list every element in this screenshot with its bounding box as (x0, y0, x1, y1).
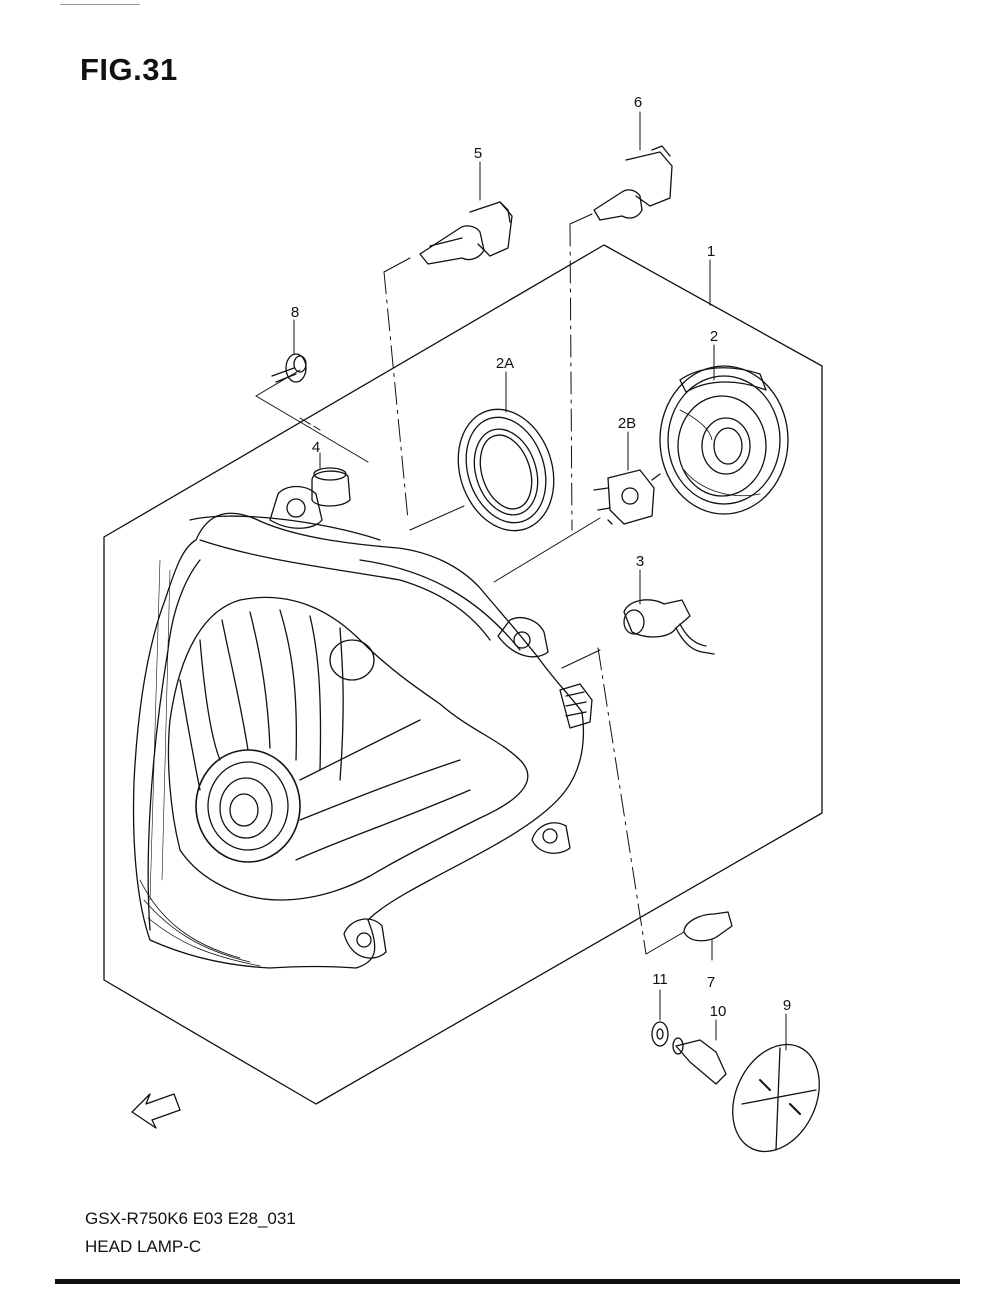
part-4-grommet (311, 467, 351, 507)
assembly-outline (103, 244, 823, 1105)
model-code: GSX-R750K6 E03 E28_031 (85, 1209, 296, 1228)
part-2-reflector-housing (659, 365, 789, 515)
part-11-washer (651, 1021, 669, 1047)
callout-4: 4 (312, 439, 320, 456)
callout-2: 2 (710, 328, 718, 345)
callout-6: 6 (634, 94, 642, 111)
part-3-bulb-socket (623, 599, 715, 655)
callout-9: 9 (783, 997, 791, 1014)
callout-8: 8 (291, 304, 299, 321)
callout-2a: 2A (496, 355, 514, 372)
callout-2b: 2B (618, 415, 636, 432)
part-2a-ring (457, 408, 555, 532)
bottom-rule (55, 1279, 960, 1284)
headlamp-housing (132, 485, 593, 969)
callout-10: 10 (710, 1003, 727, 1020)
part-10-adjuster (672, 1037, 727, 1085)
fwd-arrow-icon (131, 1093, 181, 1129)
callout-labels: 1 2 2A 2B 3 4 5 6 7 8 9 10 11 (291, 94, 791, 1020)
fwd-label: FWD (149, 1103, 169, 1118)
callout-5: 5 (474, 145, 482, 162)
top-rule (60, 4, 140, 5)
part-7-small-bulb (683, 911, 733, 942)
leader-lines (255, 111, 787, 1051)
part-5-bulb (419, 201, 513, 265)
figure-title: FIG.31 (80, 52, 178, 87)
part-9-cap (732, 1043, 820, 1153)
callout-7: 7 (707, 974, 715, 991)
callout-11: 11 (652, 971, 668, 988)
part-6-bulb (593, 145, 673, 221)
part-2b-socket (593, 469, 661, 525)
part-name: HEAD LAMP-C (85, 1237, 202, 1256)
part-8-screw (271, 353, 307, 383)
callout-3: 3 (636, 553, 644, 570)
callout-1: 1 (707, 243, 715, 260)
